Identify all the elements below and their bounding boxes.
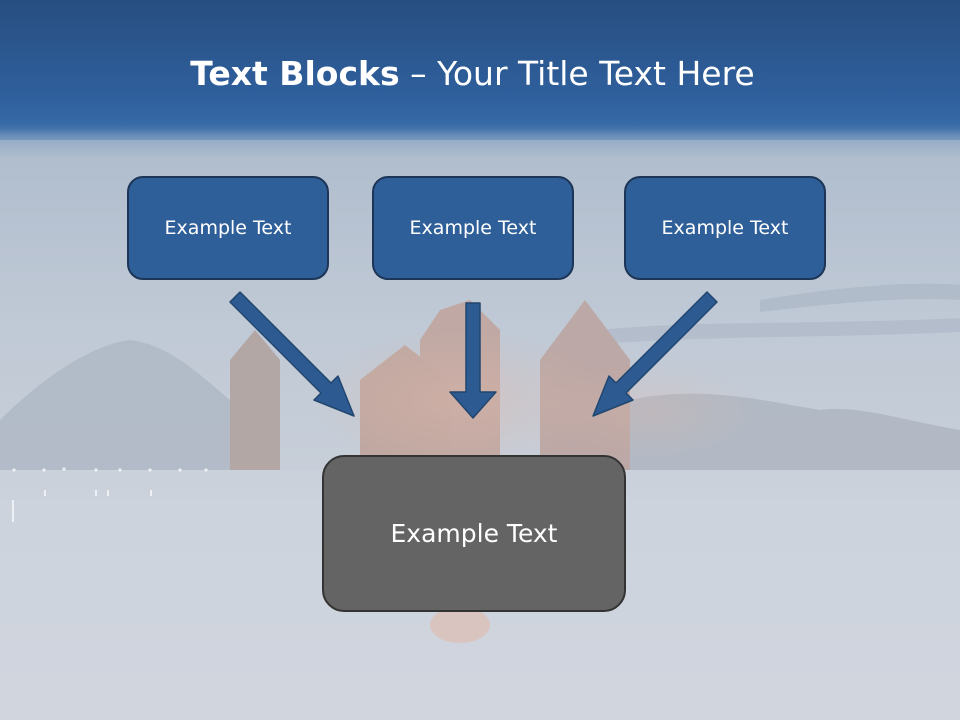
title-bold: Text Blocks [190, 54, 400, 93]
text-block-1-label: Example Text [164, 217, 292, 239]
slide-title: Text Blocks – Your Title Text Here [0, 54, 945, 93]
arrow-right [592, 291, 718, 417]
target-text-block-label: Example Text [390, 519, 558, 548]
title-rest: Your Title Text Here [437, 54, 755, 93]
target-text-block[interactable]: Example Text [322, 455, 626, 612]
text-block-2-label: Example Text [409, 217, 537, 239]
arrow-middle [449, 302, 497, 419]
text-block-1[interactable]: Example Text [127, 176, 329, 280]
arrow-left [229, 291, 355, 417]
text-block-3[interactable]: Example Text [624, 176, 826, 280]
text-block-2[interactable]: Example Text [372, 176, 574, 280]
title-dash: – [399, 54, 438, 93]
text-block-3-label: Example Text [661, 217, 789, 239]
title-band [0, 0, 960, 135]
